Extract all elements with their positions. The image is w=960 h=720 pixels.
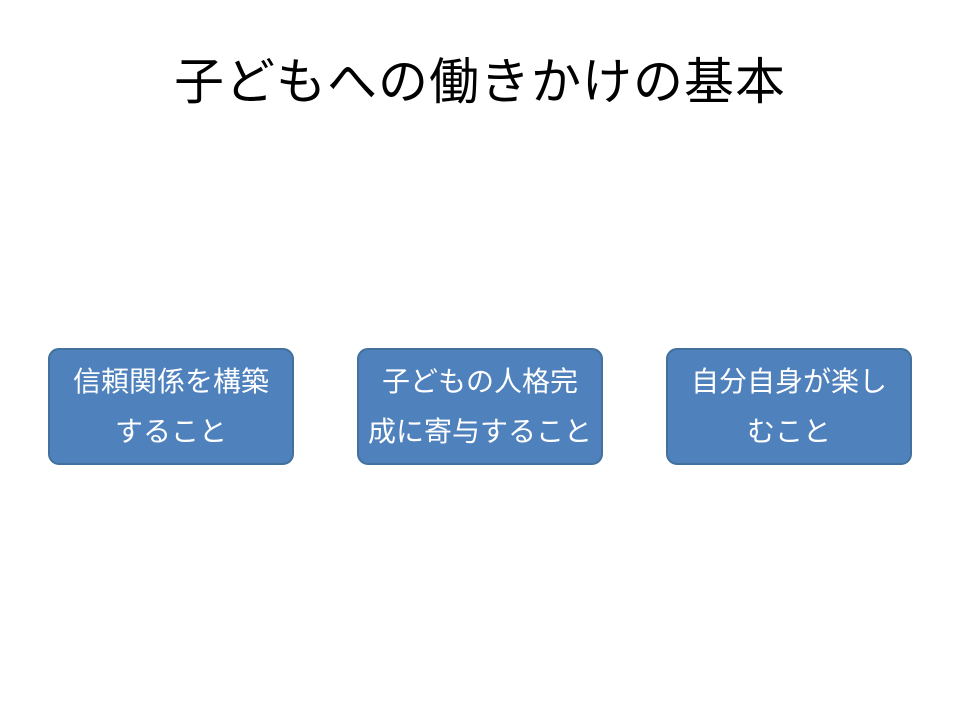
box-enjoy-yourself: 自分自身が楽し むこと bbox=[666, 348, 912, 465]
box-contribute-personality: 子どもの人格完 成に寄与すること bbox=[357, 348, 603, 465]
boxes-row: 信頼関係を構築 すること 子どもの人格完 成に寄与すること 自分自身が楽し むこ… bbox=[48, 348, 912, 465]
box-contribute-personality-label: 子どもの人格完 成に寄与すること bbox=[367, 365, 592, 447]
box-build-trust-label: 信頼関係を構築 すること bbox=[72, 365, 269, 447]
box-enjoy-yourself-label: 自分自身が楽し むこと bbox=[690, 365, 887, 447]
page-title: 子どもへの働きかけの基本 bbox=[174, 54, 786, 110]
box-build-trust: 信頼関係を構築 すること bbox=[48, 348, 294, 465]
